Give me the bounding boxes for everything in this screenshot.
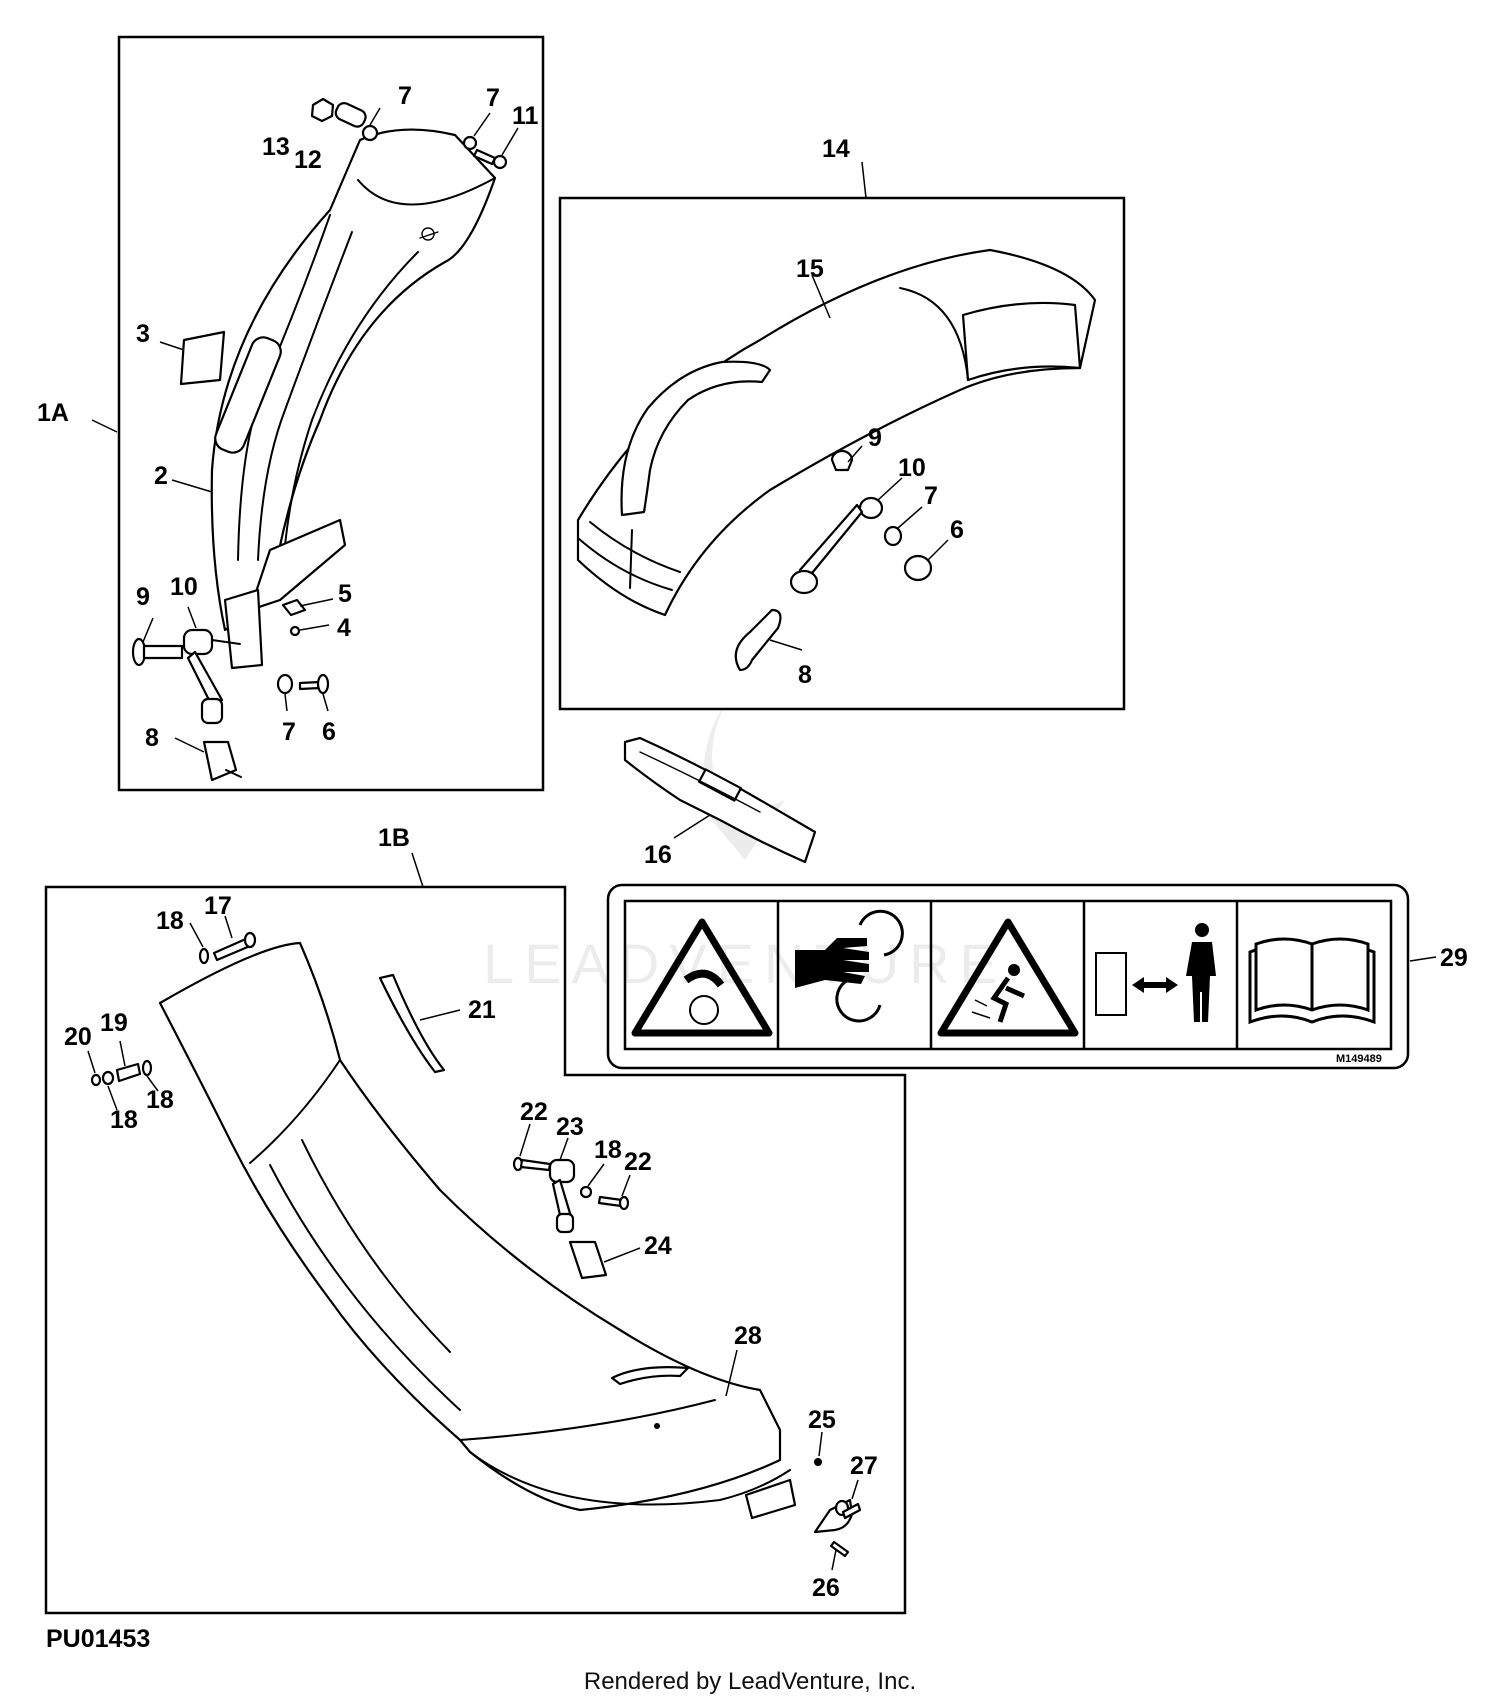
callout-27: 27: [850, 1452, 878, 1480]
decal-part-29: M149489 29: [606, 883, 1468, 1070]
callout-13: 13: [262, 133, 290, 161]
keep-distance-icon: [1095, 923, 1216, 1022]
callout-29: 29: [1440, 944, 1468, 972]
panel-1a: 1A 3 2: [37, 35, 545, 792]
decal-code: M149489: [1336, 1053, 1382, 1065]
callout-11: 11: [512, 102, 539, 130]
callout-18-lower-right: 18: [146, 1086, 174, 1114]
callout-17: 17: [204, 892, 232, 920]
callout-9-1a: 9: [136, 583, 150, 611]
upper-chute-part-2: [210, 128, 497, 670]
hand-blade-hazard-icon: [795, 909, 904, 1023]
callout-25: 25: [808, 1406, 836, 1434]
read-manual-icon: [1248, 937, 1376, 1025]
callout-7-top-left: 7: [398, 82, 412, 110]
callout-7-top-right: 7: [486, 84, 500, 112]
watermark-text: LEADVENTURE: [483, 932, 1007, 995]
callout-10-1a: 10: [170, 573, 198, 601]
callout-15: 15: [796, 255, 824, 283]
decal-part-3: 3: [136, 320, 226, 386]
footer-credit: Rendered by LeadVenture, Inc.: [584, 1668, 916, 1695]
callout-8-14: 8: [798, 661, 812, 689]
callout-22-right: 22: [624, 1148, 652, 1176]
strip-part-21: [378, 973, 461, 1074]
lower-hardware-1a: [131, 598, 334, 782]
panel-14: 14 15 9 10 7 6 8: [558, 135, 1126, 711]
callout-26: 26: [812, 1574, 840, 1602]
callout-10-14: 10: [898, 454, 926, 482]
callout-4: 4: [337, 614, 351, 642]
panel-1b: 1B 21: [44, 824, 907, 1615]
callout-18-mid: 18: [594, 1136, 622, 1164]
callout-16: 16: [644, 841, 672, 869]
chute-part-15: [576, 248, 1097, 617]
group-label-1b: 1B: [378, 824, 410, 852]
slip-hazard-warning-icon: [937, 918, 1079, 1037]
callout-19: 19: [100, 1009, 128, 1037]
watermark: LEADVENTURE: [483, 705, 1007, 995]
callout-7-14: 7: [924, 482, 938, 510]
figure-id: PU01453: [46, 1625, 150, 1653]
group-label-14: 14: [822, 135, 850, 163]
callout-5: 5: [338, 580, 352, 608]
callout-12: 12: [294, 146, 322, 174]
lower-chute-part-28: [158, 941, 797, 1520]
callout-20: 20: [64, 1023, 92, 1051]
callout-6-14: 6: [950, 516, 964, 544]
lower-hardware-14: [734, 445, 949, 672]
mid-hardware-1b: [512, 1123, 641, 1280]
callout-22-left: 22: [520, 1098, 548, 1126]
callout-24: 24: [644, 1232, 672, 1260]
callout-28: 28: [734, 1322, 762, 1350]
group-label-1a: 1A: [37, 399, 69, 427]
callout-7-1a: 7: [282, 718, 296, 746]
blade-part-16: 16: [623, 736, 817, 869]
callout-3: 3: [136, 320, 150, 348]
callout-18-top: 18: [156, 907, 184, 935]
thrown-object-warning-icon: [631, 918, 773, 1037]
top-hardware-1b: [87, 915, 257, 1111]
top-hardware: [310, 97, 519, 170]
bottom-hardware-1b: [813, 1431, 862, 1571]
callout-23: 23: [556, 1113, 584, 1141]
callout-2: 2: [154, 462, 168, 490]
callout-8-1a: 8: [145, 724, 159, 752]
callout-6-1a: 6: [322, 718, 336, 746]
callout-9-14: 9: [868, 424, 882, 452]
callout-21: 21: [468, 996, 496, 1024]
callout-18-lower-left: 18: [110, 1106, 138, 1134]
